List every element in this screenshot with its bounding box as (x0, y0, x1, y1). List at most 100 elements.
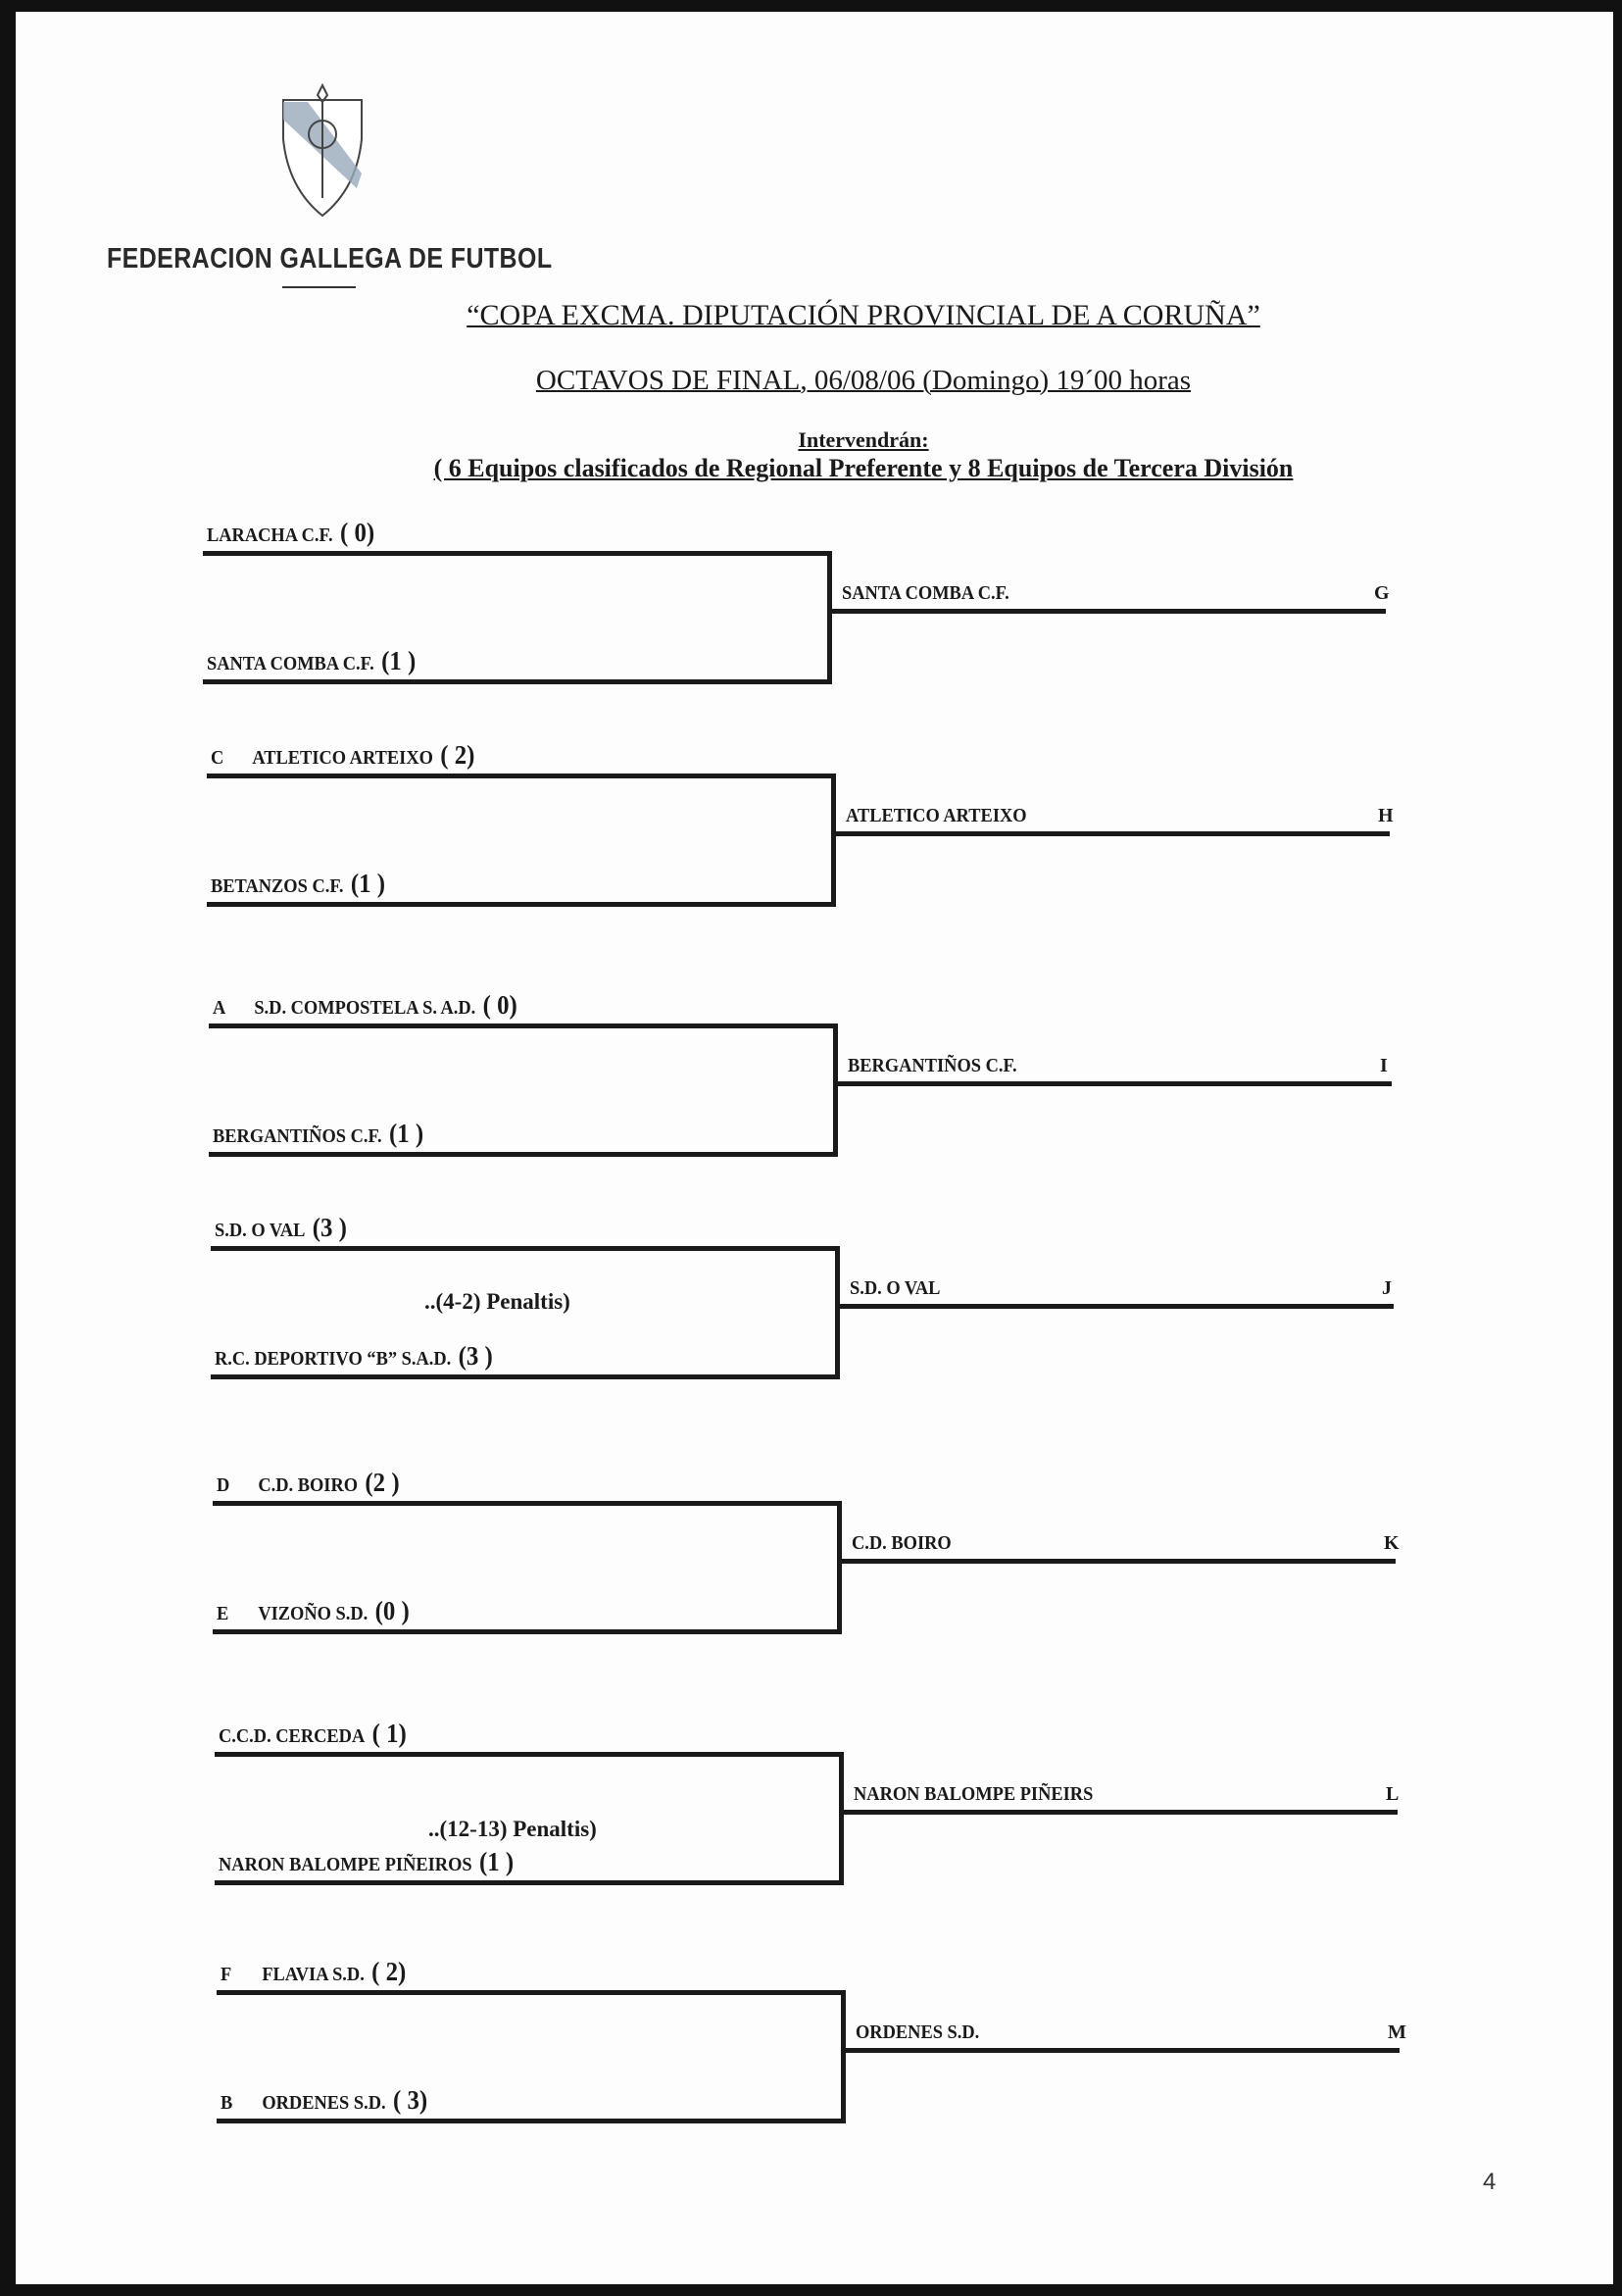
seed-letter: C (211, 747, 224, 769)
team-label-top: C ATLETICO ARTEIXO ( 2) (211, 740, 474, 771)
team-name: BETANZOS C.F. (211, 875, 344, 897)
top-line (211, 1246, 838, 1251)
winner-line (827, 608, 1386, 614)
match-bracket: D C.D. BOIRO (2 ) E VIZOÑO S.D.(0 ) C.D. BOIR… (213, 1468, 1408, 1638)
team-score: ( 0) (340, 518, 375, 547)
penalties-note: ..(12-13) Penaltis) (428, 1817, 597, 1841)
winner-label: SANTA COMBA C.F. (842, 581, 1009, 604)
team-score: ( 2) (371, 1957, 407, 1986)
group-letter: H (1378, 804, 1394, 826)
match-bracket: C.C.D. CERCEDA( 1) NARON BALOMPE PIÑEIROS… (215, 1719, 1410, 1889)
match-bracket: C ATLETICO ARTEIXO ( 2) BETANZOS C.F.(1 ) AT… (207, 740, 1402, 911)
match-bracket: S.D. O VAL (3 ) R.C. DEPORTIVO “B” S.A.D. (… (211, 1213, 1406, 1383)
team-label-top: C.C.D. CERCEDA( 1) (219, 1719, 407, 1749)
match-bracket: LARACHA C.F.( 0)SANTA COMBA C.F.(1 )SANT… (203, 518, 1399, 688)
team-name: S.D. COMPOSTELA S. A.D. (254, 997, 476, 1019)
team-name: VIZOÑO S.D. (258, 1603, 369, 1624)
team-label-top: S.D. O VAL (3 ) (215, 1213, 347, 1243)
winner-line (833, 1080, 1392, 1086)
participants-note: ( 6 Equipos clasificados de Regional Pre… (433, 454, 1294, 482)
group-letter: I (1380, 1054, 1388, 1076)
winner-line (837, 1558, 1396, 1564)
seed-letter: B (221, 2092, 233, 2114)
team-name: R.C. DEPORTIVO “B” S.A.D. (215, 1348, 452, 1370)
competition-title: “COPA EXCMA. DIPUTACIÓN PROVINCIAL DE A … (467, 299, 1260, 331)
team-score: ( 2) (440, 740, 475, 770)
team-score: (1 ) (381, 646, 417, 675)
divider (282, 286, 356, 288)
page-number: 4 (1483, 2169, 1497, 2195)
seed-letter: D (217, 1474, 230, 1496)
federation-name: FEDERACION GALLEGA DE FUTBOL (107, 243, 553, 275)
vertical-line (841, 1990, 846, 2123)
bottom-line (215, 1880, 842, 1885)
top-line (215, 1752, 842, 1757)
group-letter: J (1382, 1276, 1392, 1299)
team-name: ORDENES S.D. (262, 2092, 386, 2114)
bottom-line (209, 1152, 836, 1157)
winner-line (839, 1809, 1398, 1815)
vertical-line (835, 1246, 840, 1379)
team-name: S.D. O VAL (215, 1220, 306, 1241)
vertical-line (833, 1023, 838, 1157)
winner-label: C.D. BOIRO (852, 1531, 952, 1554)
seed-letter: F (221, 1964, 232, 1985)
vertical-line (839, 1752, 844, 1885)
federation-crest-logo (282, 82, 363, 218)
team-label-bottom: NARON BALOMPE PIÑEIROS (1 ) (219, 1847, 514, 1877)
bottom-line (213, 1629, 840, 1634)
penalties-note: ..(4-2) Penaltis) (424, 1288, 570, 1314)
team-name: C.C.D. CERCEDA (219, 1725, 366, 1747)
winner-line (831, 830, 1390, 836)
vertical-line (827, 551, 832, 684)
team-name: FLAVIA S.D. (262, 1964, 365, 1985)
winner-label: BERGANTIÑOS C.F. (848, 1054, 1017, 1076)
group-letter: K (1384, 1531, 1400, 1554)
winner-label: ATLETICO ARTEIXO (846, 804, 1027, 826)
winner-label: ORDENES S.D. (856, 2021, 980, 2043)
group-letter: G (1374, 581, 1390, 604)
team-score: ( 3) (392, 2085, 428, 2115)
seed-letter: E (217, 1603, 229, 1624)
team-score: (1 ) (388, 1119, 424, 1148)
team-score: ( 0) (482, 990, 517, 1020)
top-line (209, 1023, 836, 1028)
document-page: FEDERACION GALLEGA DE FUTBOL “COPA EXCMA… (16, 12, 1613, 2284)
intervene-label: Intervendrán: (798, 427, 929, 452)
bottom-line (203, 679, 830, 684)
team-name: NARON BALOMPE PIÑEIROS (219, 1854, 472, 1875)
match-bracket: F FLAVIA S.D. ( 2) B ORDENES S.D. ( 3) ORDENES… (217, 1957, 1412, 2127)
team-score: (2 ) (365, 1468, 400, 1497)
group-letter: M (1388, 2021, 1406, 2043)
team-score: ( 1) (371, 1719, 407, 1748)
vertical-line (837, 1501, 842, 1634)
team-label-bottom: R.C. DEPORTIVO “B” S.A.D. (3 ) (215, 1341, 493, 1372)
team-name: BERGANTIÑOS C.F. (213, 1125, 382, 1147)
team-label-top: D C.D. BOIRO (2 ) (217, 1468, 400, 1498)
bottom-line (207, 902, 834, 907)
team-name: C.D. BOIRO (258, 1474, 359, 1496)
team-name: LARACHA C.F. (207, 524, 333, 546)
team-label-bottom: SANTA COMBA C.F. (1 ) (207, 646, 416, 676)
team-label-bottom: BETANZOS C.F.(1 ) (211, 869, 385, 899)
team-score: (3 ) (458, 1341, 493, 1371)
top-line (213, 1501, 840, 1506)
winner-label: S.D. O VAL (850, 1276, 941, 1299)
top-line (217, 1990, 844, 1995)
team-name: SANTA COMBA C.F. (207, 653, 374, 674)
top-line (207, 774, 834, 778)
team-label-bottom: E VIZOÑO S.D.(0 ) (217, 1596, 410, 1626)
winner-line (841, 2047, 1400, 2053)
vertical-line (831, 774, 836, 907)
team-name: ATLETICO ARTEIXO (252, 747, 433, 769)
team-score: (0 ) (374, 1596, 410, 1625)
team-score: (1 ) (479, 1847, 515, 1876)
team-score: (3 ) (312, 1213, 347, 1242)
round-title: OCTAVOS DE FINAL, 06/08/06 (Domingo) 19´… (535, 365, 1192, 396)
bottom-line (211, 1374, 838, 1379)
bottom-line (217, 2119, 844, 2123)
winner-label: NARON BALOMPE PIÑEIRS (854, 1782, 1094, 1805)
winner-line (835, 1303, 1394, 1309)
